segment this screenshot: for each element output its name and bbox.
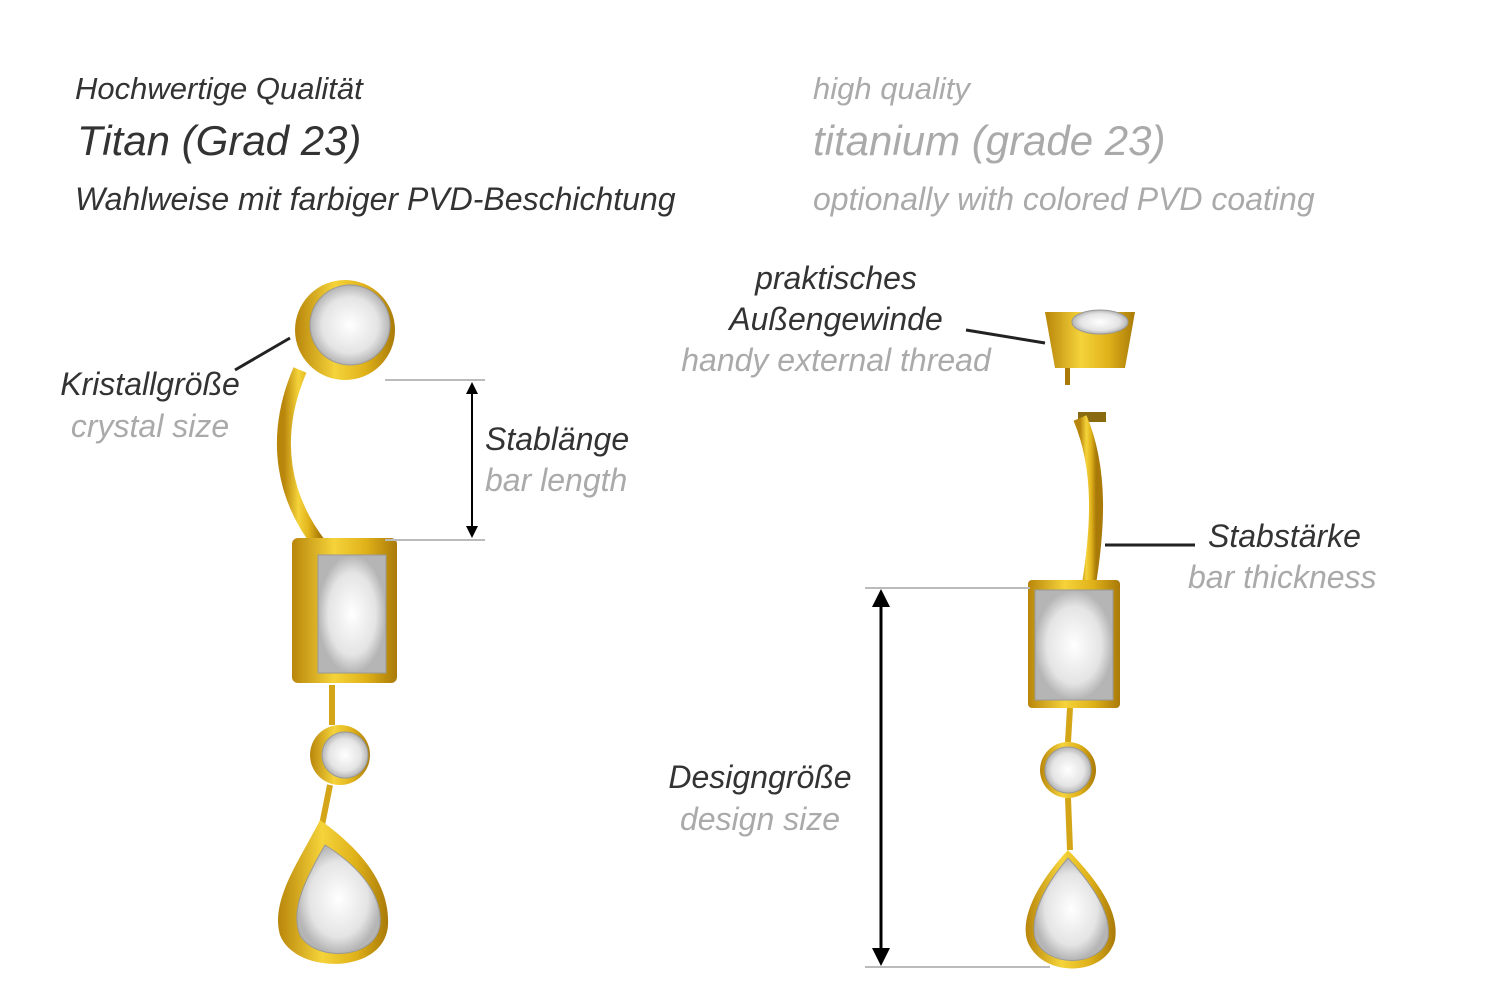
left-piercing <box>276 280 397 964</box>
design-size-de: Designgröße <box>668 759 852 795</box>
crystal-leader-line <box>234 336 291 372</box>
design-size-en: design size <box>679 801 841 837</box>
coating-de: Wahlweise mit farbiger PVD-Beschichtung <box>75 181 676 217</box>
material-de: Titan (Grad 23) <box>77 117 362 164</box>
thickness-de: Stabstärke <box>1208 518 1361 554</box>
bar-length-en: bar length <box>485 462 628 498</box>
crystal-size-en: crystal size <box>70 408 230 444</box>
quality-en: high quality <box>813 71 970 106</box>
thread-de-1: praktisches <box>755 260 917 296</box>
coating-en: optionally with colored PVD coating <box>813 181 1315 217</box>
quality-de: Hochwertige Qualität <box>75 71 363 106</box>
thread-en: handy external thread <box>681 342 991 378</box>
thickness-en: bar thickness <box>1188 559 1377 595</box>
thread-de-2: Außengewinde <box>729 301 943 337</box>
right-piercing <box>1025 309 1135 969</box>
crystal-size-de: Kristallgröße <box>60 366 240 402</box>
material-en: titanium (grade 23) <box>813 117 1166 164</box>
bar-length-de: Stablänge <box>485 421 630 457</box>
thread-leader-line <box>965 328 1046 345</box>
